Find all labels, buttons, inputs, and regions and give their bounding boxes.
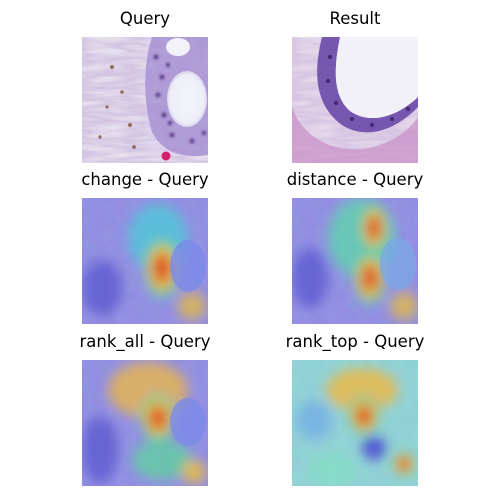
distance-heatmap-image (292, 198, 418, 324)
panel-title: rank_top - Query (285, 332, 425, 351)
query-tissue-image (82, 37, 208, 163)
panel-title: rank_all - Query (79, 332, 211, 351)
result-tissue-image (292, 37, 418, 163)
panel-title: Query (119, 9, 171, 28)
panel-title: change - Query (81, 170, 209, 189)
panel-title: Result (329, 9, 381, 28)
rank-top-heatmap-image (292, 360, 418, 486)
change-heatmap-image (82, 198, 208, 324)
panel-title: distance - Query (286, 170, 424, 189)
rank-all-heatmap-image (82, 360, 208, 486)
